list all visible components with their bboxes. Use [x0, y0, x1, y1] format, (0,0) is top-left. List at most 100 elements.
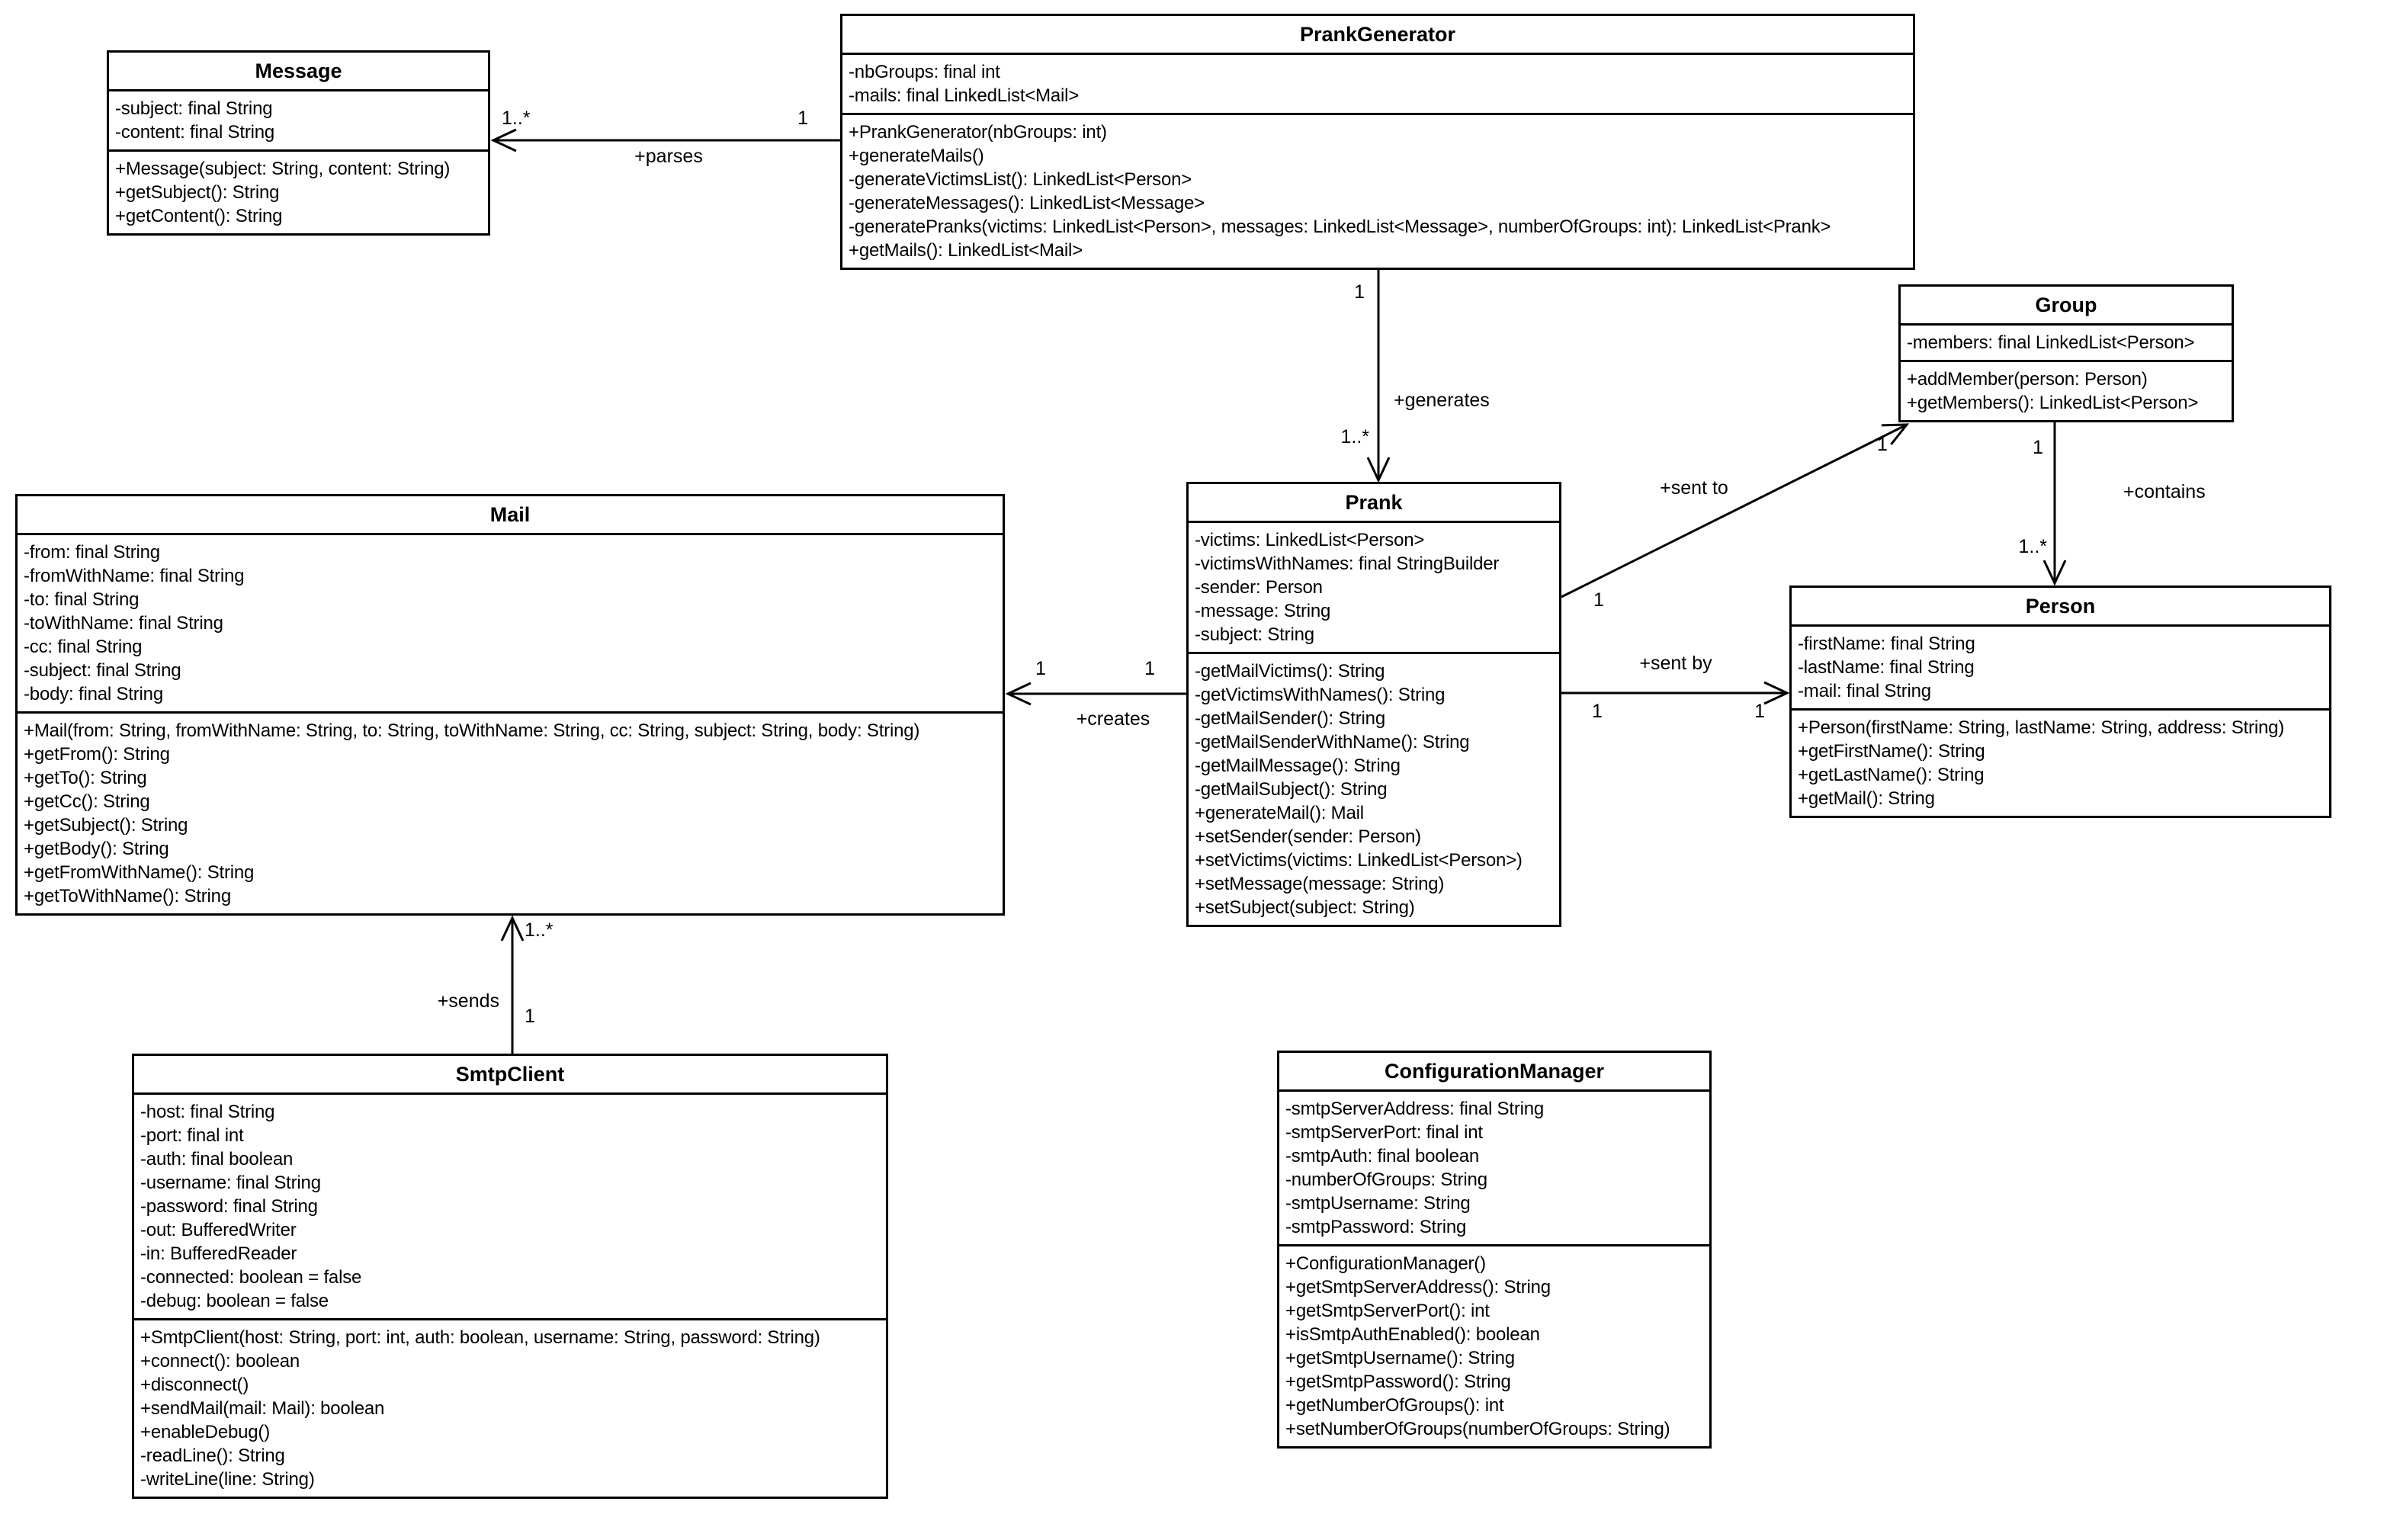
method-row: +getLastName(): String	[1798, 765, 1985, 785]
attribute-row: -fromWithName: final String	[24, 566, 245, 586]
class-mail: Mail-from: final String-fromWithName: fi…	[15, 494, 1005, 916]
method-row: +getMails(): LinkedList<Mail>	[849, 240, 1083, 261]
class-title-configuration-manager: ConfigurationManager	[1385, 1060, 1604, 1083]
multiplicity-creates-1: 1	[1144, 658, 1155, 679]
method-row: -readLine(): String	[140, 1445, 285, 1466]
class-attributes-smtp-client: -host: final String-port: final int-auth…	[134, 1092, 886, 1318]
attribute-row: -password: final String	[140, 1196, 318, 1217]
class-smtp-client: SmtpClient -host: final String-port: fina…	[132, 1054, 888, 1499]
multiplicity-sent-by-0: 1	[1592, 701, 1603, 722]
class-title-smtp-client: SmtpClient	[455, 1063, 565, 1086]
method-row: +getCc(): String	[24, 791, 150, 812]
class-title-message: Message	[255, 59, 342, 82]
association-label-contains: +contains	[2123, 481, 2206, 502]
attribute-row: -subject: final String	[115, 98, 273, 119]
class-methods-mail: +Mail(from: String, fromWithName: String…	[18, 711, 1003, 913]
class-title-prank-generator: PrankGenerator	[1299, 23, 1456, 46]
attribute-row: -username: final String	[140, 1173, 321, 1193]
multiplicity-sent-to-0: 1	[1593, 589, 1604, 611]
attribute-row: -auth: final boolean	[140, 1149, 294, 1169]
class-message: Message -subject: final String -content: f…	[107, 50, 490, 236]
method-row: +generateMail(): Mail	[1195, 803, 1364, 823]
multiplicity-sent-by-1: 1	[1754, 701, 1765, 722]
method-row: +disconnect()	[140, 1375, 249, 1395]
class-methods-group: +addMember(person: Person) +getMembers():…	[1901, 360, 2232, 420]
attribute-row: -subject: final String	[24, 660, 181, 681]
association-label-sent-by: +sent by	[1639, 653, 1712, 674]
class-title-group: Group	[2035, 294, 2097, 316]
method-row: +PrankGenerator(nbGroups: int)	[849, 122, 1107, 143]
attribute-row: -victims: LinkedList<Person>	[1195, 530, 1425, 550]
method-row: +getNumberOfGroups(): int	[1285, 1395, 1504, 1416]
class-person: Person -firstName: final String -lastName:…	[1789, 586, 2331, 818]
method-row: +ConfigurationManager()	[1285, 1253, 1486, 1274]
multiplicity-parses-0: 1	[797, 107, 808, 129]
class-methods-prank: -getMailVictims(): String -getVictimsWith…	[1189, 652, 1559, 925]
attribute-row: -mails: final LinkedList<Mail>	[849, 85, 1080, 106]
method-row: +getSubject(): String	[115, 182, 280, 203]
method-row: -generateMessages(): LinkedList<Message>	[849, 193, 1205, 213]
attribute-row: -in: BufferedReader	[140, 1243, 297, 1264]
class-title-prank: Prank	[1345, 491, 1403, 514]
attribute-row: -toWithName: final String	[24, 613, 223, 634]
method-row: -getMailSenderWithName(): String	[1195, 732, 1470, 752]
class-methods-prank-generator: +PrankGenerator(nbGroups: int) +generateM…	[842, 113, 1913, 268]
method-row: -getVictimsWithNames(): String	[1195, 685, 1446, 705]
attribute-row: -to: final String	[24, 589, 140, 610]
method-row: +sendMail(mail: Mail): boolean	[140, 1398, 385, 1419]
multiplicity-generates-0: 1	[1354, 281, 1365, 303]
method-row: +generateMails()	[849, 146, 984, 166]
method-row: +getContent(): String	[115, 206, 283, 226]
attribute-row: -out: BufferedWriter	[140, 1220, 297, 1240]
attribute-row: -content: final String	[115, 122, 275, 143]
class-attributes-prank: -victims: LinkedList<Person> -victimsWith…	[1189, 521, 1559, 652]
method-row: -writeLine(line: String)	[140, 1469, 315, 1490]
class-attributes-mail: -from: final String -fromWithName: final …	[18, 533, 1003, 711]
class-title-person: Person	[2025, 595, 2096, 618]
class-group: Group-members: final LinkedList<Person>+…	[1898, 284, 2234, 422]
method-row: +enableDebug()	[140, 1422, 270, 1442]
attribute-row: -sender: Person	[1195, 577, 1323, 598]
method-row: -getMailVictims(): String	[1195, 661, 1385, 682]
attribute-row: -smtpPassword: String	[1285, 1217, 1467, 1237]
method-row: -generatePranks(victims: LinkedList<Pers…	[849, 217, 1831, 237]
method-row: +addMember(person: Person)	[1907, 369, 2148, 390]
multiplicity-creates-0: 1	[1035, 658, 1046, 679]
class-methods-person: +Person(firstName: String, lastName: Str…	[1792, 708, 2329, 816]
class-attributes-person: -firstName: final String -lastName: final…	[1792, 624, 2329, 708]
attribute-row: -debug: boolean = false	[140, 1291, 329, 1311]
method-row: +getMembers(): LinkedList<Person>	[1907, 393, 2199, 413]
attribute-row: -victimsWithNames: final StringBuilder	[1195, 553, 1500, 574]
multiplicity-contains-1: 1..*	[2018, 536, 2047, 557]
method-row: +getSmtpUsername(): String	[1285, 1348, 1515, 1368]
method-row: +getFirstName(): String	[1798, 741, 1985, 762]
method-row: +getSubject(): String	[24, 815, 188, 836]
attribute-row: -smtpAuth: final boolean	[1285, 1146, 1480, 1166]
class-attributes-group: -members: final LinkedList<Person>	[1901, 323, 2232, 360]
method-row: +getFrom(): String	[24, 744, 170, 765]
method-row: +getSmtpServerPort(): int	[1285, 1301, 1490, 1321]
attribute-row: -firstName: final String	[1798, 634, 1975, 654]
class-attributes-message: -subject: final String -content: final St…	[109, 89, 488, 149]
attribute-row: -port: final int	[140, 1125, 244, 1146]
class-prank-generator: PrankGenerator-nbGroups: final int-mails…	[840, 14, 1915, 270]
method-row: +setVictims(victims: LinkedList<Person>)	[1195, 850, 1523, 871]
method-row: +Message(subject: String, content: Strin…	[115, 159, 451, 179]
attribute-row: -subject: String	[1195, 624, 1314, 645]
method-row: -getMailSubject(): String	[1195, 779, 1388, 800]
association-label-generates: +generates	[1394, 390, 1490, 411]
attribute-row: -from: final String	[24, 542, 160, 563]
method-row: -getMailMessage(): String	[1195, 756, 1401, 776]
method-row: +getMail(): String	[1798, 788, 1935, 809]
method-row: +getToWithName(): String	[24, 886, 231, 906]
class-methods-smtp-client: +SmtpClient(host: String, port: int, aut…	[134, 1318, 886, 1497]
class-prank: Prank-victims: LinkedList<Person>-victim…	[1186, 482, 1561, 927]
association-label-parses: +parses	[634, 146, 703, 167]
method-row: +getBody(): String	[24, 839, 169, 859]
method-row: +setMessage(message: String)	[1195, 874, 1445, 894]
method-row: +isSmtpAuthEnabled(): boolean	[1285, 1324, 1540, 1345]
attribute-row: -body: final String	[24, 684, 163, 704]
attribute-row: -lastName: final String	[1798, 657, 1975, 678]
multiplicity-sends-0: 1..*	[525, 919, 554, 941]
attribute-row: -smtpServerAddress: final String	[1285, 1099, 1545, 1119]
